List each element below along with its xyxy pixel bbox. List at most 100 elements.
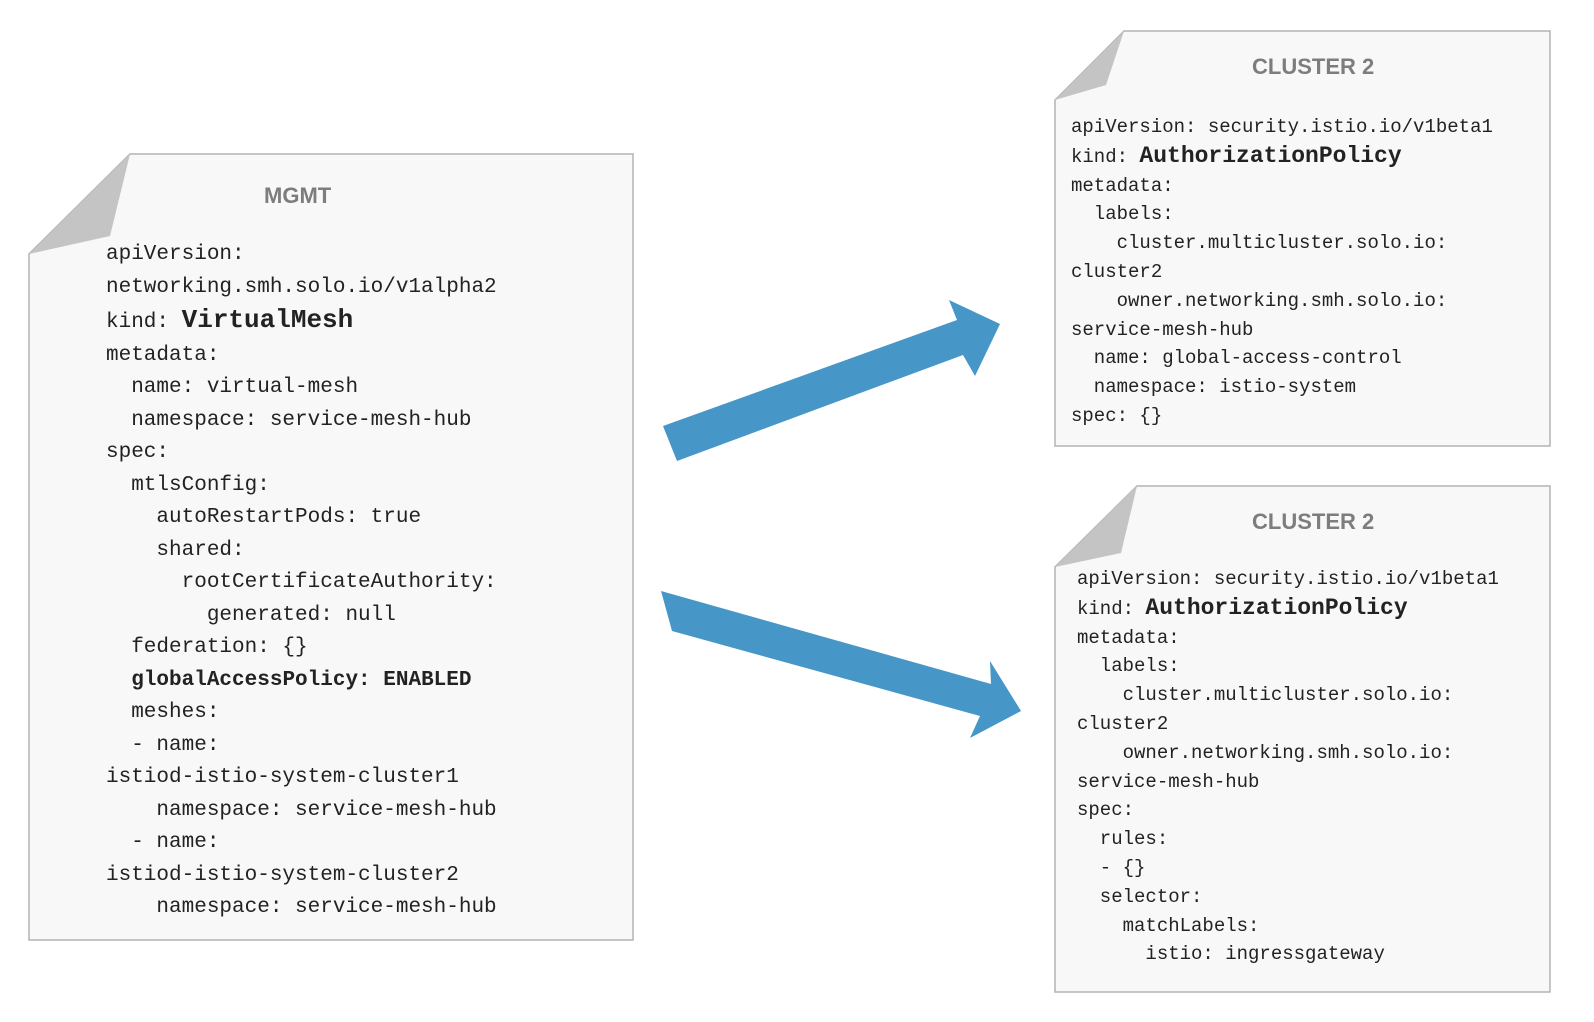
code-text: spec: {}: [1071, 404, 1163, 427]
code-line: cluster.multicluster.solo.io:: [1077, 681, 1499, 710]
code-line: rules:: [1077, 825, 1499, 854]
yaml-code: apiVersion: security.istio.io/v1beta1 kin…: [1077, 565, 1499, 969]
code-text: istiod-istio-system-cluster1: [106, 766, 459, 789]
code-line: shared:: [106, 535, 497, 568]
code-line: kind: AuthorizationPolicy: [1077, 594, 1499, 624]
code-text: service-mesh-hub: [1071, 318, 1254, 341]
code-line: rootCertificateAuthority:: [106, 567, 497, 600]
code-line: istio: ingressgateway: [1077, 940, 1499, 969]
code-text: mtlsConfig:: [106, 473, 270, 497]
code-text: name: global-access-control: [1071, 347, 1402, 370]
code-line: kind: AuthorizationPolicy: [1071, 142, 1493, 172]
code-text: cluster.multicluster.solo.io:: [1071, 232, 1448, 255]
code-text: metadata:: [1071, 174, 1174, 197]
code-line: name: global-access-control: [1071, 344, 1493, 373]
resource-kind: AuthorizationPolicy: [1139, 142, 1402, 169]
code-text: owner.networking.smh.solo.io:: [1077, 741, 1454, 764]
code-text: metadata:: [1077, 626, 1180, 649]
code-text: cluster2: [1071, 260, 1163, 283]
document-title: CLUSTER 2: [1252, 54, 1375, 79]
code-text: meshes:: [106, 701, 220, 724]
mgmt-document: MGMT apiVersion: networking.smh.solo.io/v…: [28, 153, 634, 941]
yaml-code: apiVersion: networking.smh.solo.io/v1alph…: [106, 239, 497, 925]
code-line: kind: VirtualMesh: [106, 304, 497, 340]
document-sheet-icon: [28, 153, 634, 941]
code-text: - name:: [106, 733, 220, 757]
code-line: networking.smh.solo.io/v1alpha2: [106, 272, 497, 305]
code-line: cluster2: [1071, 258, 1493, 287]
code-line: name: virtual-mesh: [106, 372, 497, 405]
code-line: owner.networking.smh.solo.io:: [1077, 739, 1499, 768]
arrow-up-right-icon: [663, 300, 1000, 461]
code-text: - {}: [1077, 856, 1146, 879]
code-line: namespace: service-mesh-hub: [106, 405, 497, 438]
resource-kind: AuthorizationPolicy: [1145, 594, 1408, 621]
code-text: rules:: [1077, 828, 1169, 851]
code-text: networking.smh.solo.io/v1alpha2: [106, 275, 497, 299]
code-line: mtlsConfig:: [106, 470, 497, 503]
code-text: cluster2: [1077, 712, 1169, 735]
code-text: namespace: service-mesh-hub: [106, 798, 497, 822]
code-line: cluster.multicluster.solo.io:: [1071, 229, 1493, 258]
code-text: istiod-istio-system-cluster2: [106, 863, 459, 887]
code-line: spec:: [1077, 796, 1499, 825]
code-line: metadata:: [1071, 172, 1493, 201]
code-text: matchLabels:: [1077, 914, 1260, 937]
code-text: federation: {}: [106, 636, 308, 659]
code-text: metadata:: [106, 343, 220, 367]
document-title: MGMT: [264, 183, 332, 208]
code-line: owner.networking.smh.solo.io:: [1071, 287, 1493, 316]
code-text: istio: ingressgateway: [1077, 943, 1385, 966]
code-text: name: virtual-mesh: [106, 376, 359, 399]
code-text: autoRestartPods: true: [106, 506, 422, 529]
code-text: apiVersion: security.istio.io/v1beta1: [1077, 568, 1499, 590]
code-line: namespace: service-mesh-hub: [106, 892, 496, 925]
code-text: selector:: [1077, 885, 1203, 908]
code-text: kind:: [1071, 145, 1140, 168]
code-line: namespace: service-mesh-hub: [106, 795, 497, 828]
code-text: kind:: [106, 311, 182, 334]
code-line: metadata:: [1077, 624, 1499, 653]
code-text: namespace: service-mesh-hub: [106, 408, 472, 432]
code-text: generated: null: [106, 603, 396, 627]
code-text: apiVersion:: [106, 243, 245, 266]
code-line: apiVersion: security.istio.io/v1beta1: [1077, 565, 1499, 594]
code-line: generated: null: [106, 600, 497, 633]
code-line: spec:: [106, 437, 497, 470]
code-line: spec: {}: [1071, 402, 1493, 431]
code-text: rootCertificateAuthority:: [106, 571, 497, 594]
highlighted-setting: globalAccessPolicy: ENABLED: [131, 668, 472, 692]
document-sheet-icon: [1054, 30, 1551, 447]
code-line: globalAccessPolicy: ENABLED: [106, 665, 497, 698]
code-text: owner.networking.smh.solo.io:: [1071, 289, 1448, 312]
code-line: service-mesh-hub: [1077, 768, 1499, 797]
code-text: - name:: [106, 831, 220, 854]
code-line: namespace: istio-system: [1071, 373, 1493, 402]
code-line: - name:: [106, 730, 497, 763]
code-line: selector:: [1077, 883, 1499, 912]
code-line: labels:: [1077, 652, 1499, 681]
arrow-down-right-icon: [661, 591, 1021, 738]
document-title: CLUSTER 2: [1252, 509, 1375, 534]
code-text: kind:: [1077, 597, 1146, 620]
code-text: service-mesh-hub: [1077, 770, 1260, 793]
code-line: autoRestartPods: true: [106, 502, 497, 535]
code-line: service-mesh-hub: [1071, 316, 1493, 345]
resource-kind: VirtualMesh: [181, 305, 354, 335]
code-line: cluster2: [1077, 710, 1499, 739]
code-line: istiod-istio-system-cluster2: [106, 860, 497, 893]
code-line: metadata:: [106, 340, 497, 373]
code-line: apiVersion:: [106, 239, 497, 272]
code-text: labels:: [1071, 203, 1174, 226]
code-line: federation: {}: [106, 632, 497, 665]
code-line: istiod-istio-system-cluster1: [106, 762, 497, 795]
code-text: cluster.multicluster.solo.io:: [1077, 684, 1454, 707]
code-text: shared:: [106, 538, 245, 562]
code-text: spec:: [1077, 799, 1135, 822]
code-line: apiVersion: security.istio.io/v1beta1: [1071, 113, 1493, 142]
code-line: - {}: [1077, 854, 1499, 883]
code-text: labels:: [1077, 655, 1180, 678]
code-line: matchLabels:: [1077, 912, 1499, 941]
